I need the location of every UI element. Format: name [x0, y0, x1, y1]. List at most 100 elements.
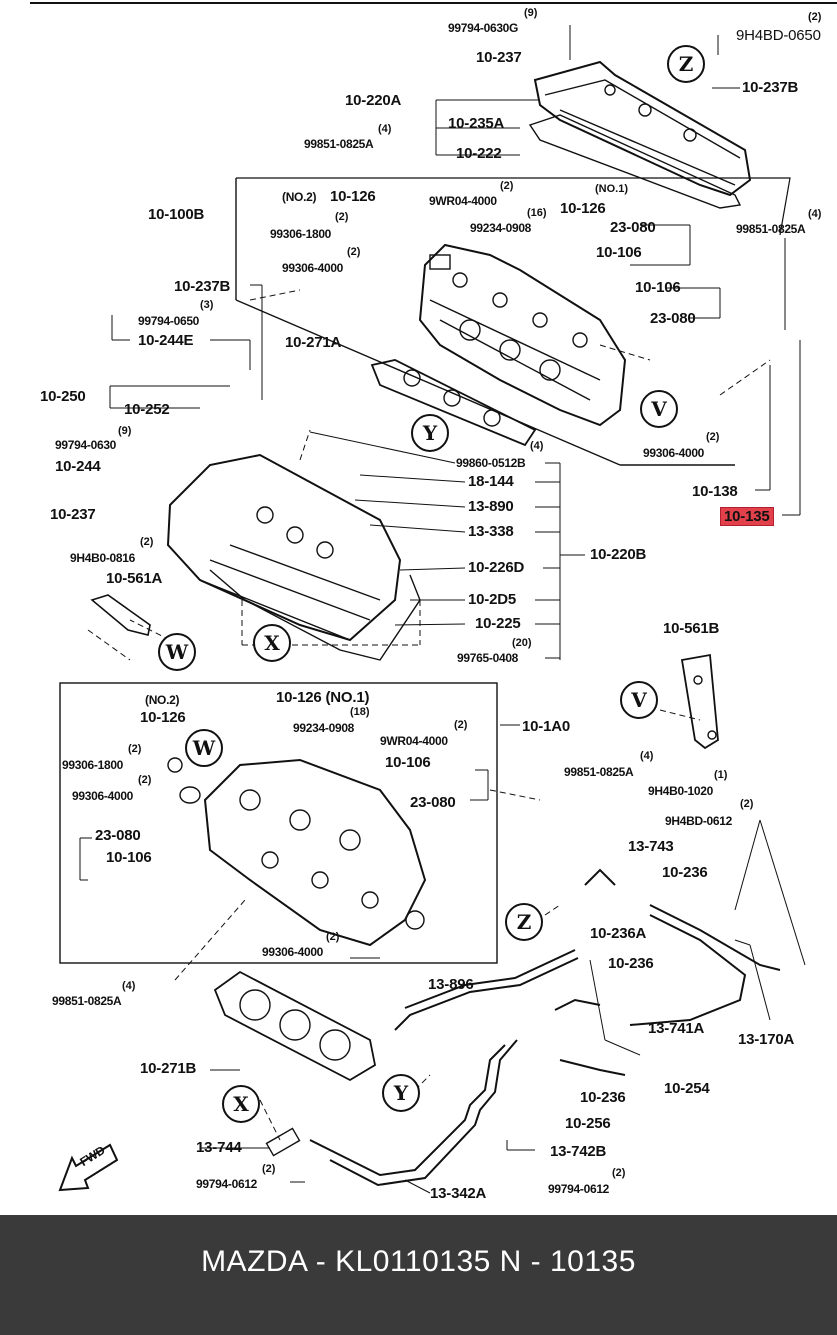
- qty-99794-0612-b: (2): [612, 1167, 626, 1179]
- part-10-106-d: 10-106: [106, 849, 152, 866]
- part-23-080-d: 23-080: [95, 827, 141, 844]
- part-9wr04-b: 9WR04-4000: [380, 734, 448, 748]
- part-13-896: 13-896: [428, 976, 474, 993]
- qty-99860: (4): [530, 440, 544, 452]
- part-99851-d: 99851-0825A: [52, 994, 122, 1008]
- qty-99794-0650: (3): [200, 299, 214, 311]
- part-99234-b: 99234-0908: [293, 721, 355, 735]
- part-10-225: 10-225: [475, 615, 521, 632]
- qty-99306-1800-b: (2): [128, 743, 142, 755]
- part-10-237-left: 10-237: [50, 506, 96, 523]
- footer-bar: MAZDA - KL0110135 N - 10135: [0, 1215, 837, 1335]
- part-10-271b: 10-271B: [140, 1060, 197, 1077]
- qty-99306-4000-a: (2): [347, 246, 361, 258]
- part-13-890: 13-890: [468, 498, 514, 515]
- part-99851-a1: 99851-0825A: [304, 137, 374, 151]
- part-10-561a: 10-561A: [106, 570, 163, 587]
- part-13-342a: 13-342A: [430, 1185, 487, 1202]
- part-10-226d: 10-226D: [468, 559, 525, 576]
- part-99794-0630g: 99794-0630G: [448, 21, 519, 35]
- part-10-236-a: 10-236: [662, 864, 708, 881]
- qty-99851-a1: (4): [378, 123, 392, 135]
- qty-99306-1800-a: (2): [335, 211, 349, 223]
- qty-9h4bd-0612: (2): [740, 798, 754, 810]
- qty-9h4bd-0650: (2): [808, 11, 822, 23]
- part-99306-1800-b: 99306-1800: [62, 758, 124, 772]
- marker-v-top: V: [640, 390, 678, 428]
- part-10-236-b: 10-236: [608, 955, 654, 972]
- part-13-743: 13-743: [628, 838, 674, 855]
- part-99306-4000-a: 99306-4000: [282, 261, 344, 275]
- part-10-126-no2-b: 10-126: [140, 709, 186, 726]
- part-10-252: 10-252: [124, 401, 170, 418]
- part-99306-4000-b: 99306-4000: [72, 789, 134, 803]
- part-9h4bd-0650: 9H4BD-0650: [736, 27, 821, 44]
- part-10-235a: 10-235A: [448, 115, 505, 132]
- part-10-220a: 10-220A: [345, 92, 402, 109]
- part-10-271a: 10-271A: [285, 334, 342, 351]
- part-10-1a0: 10-1A0: [522, 718, 570, 735]
- part-99794-0650: 99794-0650: [138, 314, 200, 328]
- marker-z-top: Z: [667, 45, 705, 83]
- part-9h4b0-0816: 9H4B0-0816: [70, 551, 136, 565]
- diagram-linework: [30, 2, 837, 1194]
- part-10-256: 10-256: [565, 1115, 611, 1132]
- part-9h4bd-0612: 9H4BD-0612: [665, 814, 733, 828]
- part-9wr04-a: 9WR04-4000: [429, 194, 497, 208]
- part-99306-4000-c: 99306-4000: [262, 945, 324, 959]
- valve-cover-a-drawing: [528, 60, 752, 209]
- qty-99234-a: (16): [527, 207, 547, 219]
- qty-99765: (20): [512, 637, 532, 649]
- qty-99794-0630g: (9): [524, 7, 538, 19]
- part-10-244e: 10-244E: [138, 332, 194, 349]
- part-23-080-c: 23-080: [410, 794, 456, 811]
- part-99306-1800-a: 99306-1800: [270, 227, 332, 241]
- parts-diagram: (9) 99794-0630G 10-237 (2) 9H4BD-0650 10…: [30, 2, 837, 1202]
- part-10-126-no1: 10-126: [560, 200, 606, 217]
- marker-x-bottom: X: [222, 1085, 260, 1123]
- part-10-2d5: 10-2D5: [468, 591, 516, 608]
- qty-9h4b0-0816: (2): [140, 536, 154, 548]
- part-10-126-no2: 10-126: [330, 188, 376, 205]
- part-13-744: 13-744: [196, 1139, 242, 1156]
- part-10-237b-top: 10-237B: [742, 79, 799, 96]
- part-23-080-a: 23-080: [610, 219, 656, 236]
- fwd-arrow-shape: [58, 1143, 119, 1192]
- qty-99851-b: (4): [808, 208, 822, 220]
- part-99234-a: 99234-0908: [470, 221, 532, 235]
- part-10-236a: 10-236A: [590, 925, 647, 942]
- marker-w-bottom: W: [185, 729, 223, 767]
- note-no2-a: (NO.2): [282, 190, 317, 204]
- part-18-144: 18-144: [468, 473, 514, 490]
- part-10-106-c: 10-106: [385, 754, 431, 771]
- part-10-250: 10-250: [40, 388, 86, 405]
- part-99851-b: 99851-0825A: [736, 222, 806, 236]
- part-99851-c: 99851-0825A: [564, 765, 634, 779]
- part-10-138: 10-138: [692, 483, 738, 500]
- part-99306-4000-v: 99306-4000: [643, 446, 705, 460]
- qty-99794-0630: (9): [118, 425, 132, 437]
- qty-9wr04-a: (2): [500, 180, 514, 192]
- part-13-170a: 13-170A: [738, 1031, 795, 1048]
- part-10-244: 10-244: [55, 458, 101, 475]
- part-99860: 99860-0512B: [456, 456, 526, 470]
- qty-99306-4000-b: (2): [138, 774, 152, 786]
- qty-99851-c: (4): [640, 750, 654, 762]
- qty-99851-d: (4): [122, 980, 136, 992]
- part-23-080-b: 23-080: [650, 310, 696, 327]
- qty-99234-b: (18): [350, 706, 370, 718]
- part-10-561b: 10-561B: [663, 620, 720, 637]
- part-9h4b0-1020: 9H4B0-1020: [648, 784, 714, 798]
- qty-99306-4000-c: (2): [326, 931, 340, 943]
- cylinder-head-b-drawing: [418, 243, 627, 427]
- marker-x-top: X: [253, 624, 291, 662]
- part-99794-0612-b: 99794-0612: [548, 1182, 610, 1196]
- cylinder-head-a-drawing: [167, 757, 427, 947]
- part-13-741a: 13-741A: [648, 1020, 705, 1037]
- part-10-236-c: 10-236: [580, 1089, 626, 1106]
- marker-z-bottom: Z: [505, 903, 543, 941]
- qty-9wr04-b: (2): [454, 719, 468, 731]
- part-number-caption: MAZDA - KL0110135 N - 10135: [201, 1245, 636, 1278]
- marker-w-top: W: [158, 633, 196, 671]
- part-10-237-top: 10-237: [476, 49, 522, 66]
